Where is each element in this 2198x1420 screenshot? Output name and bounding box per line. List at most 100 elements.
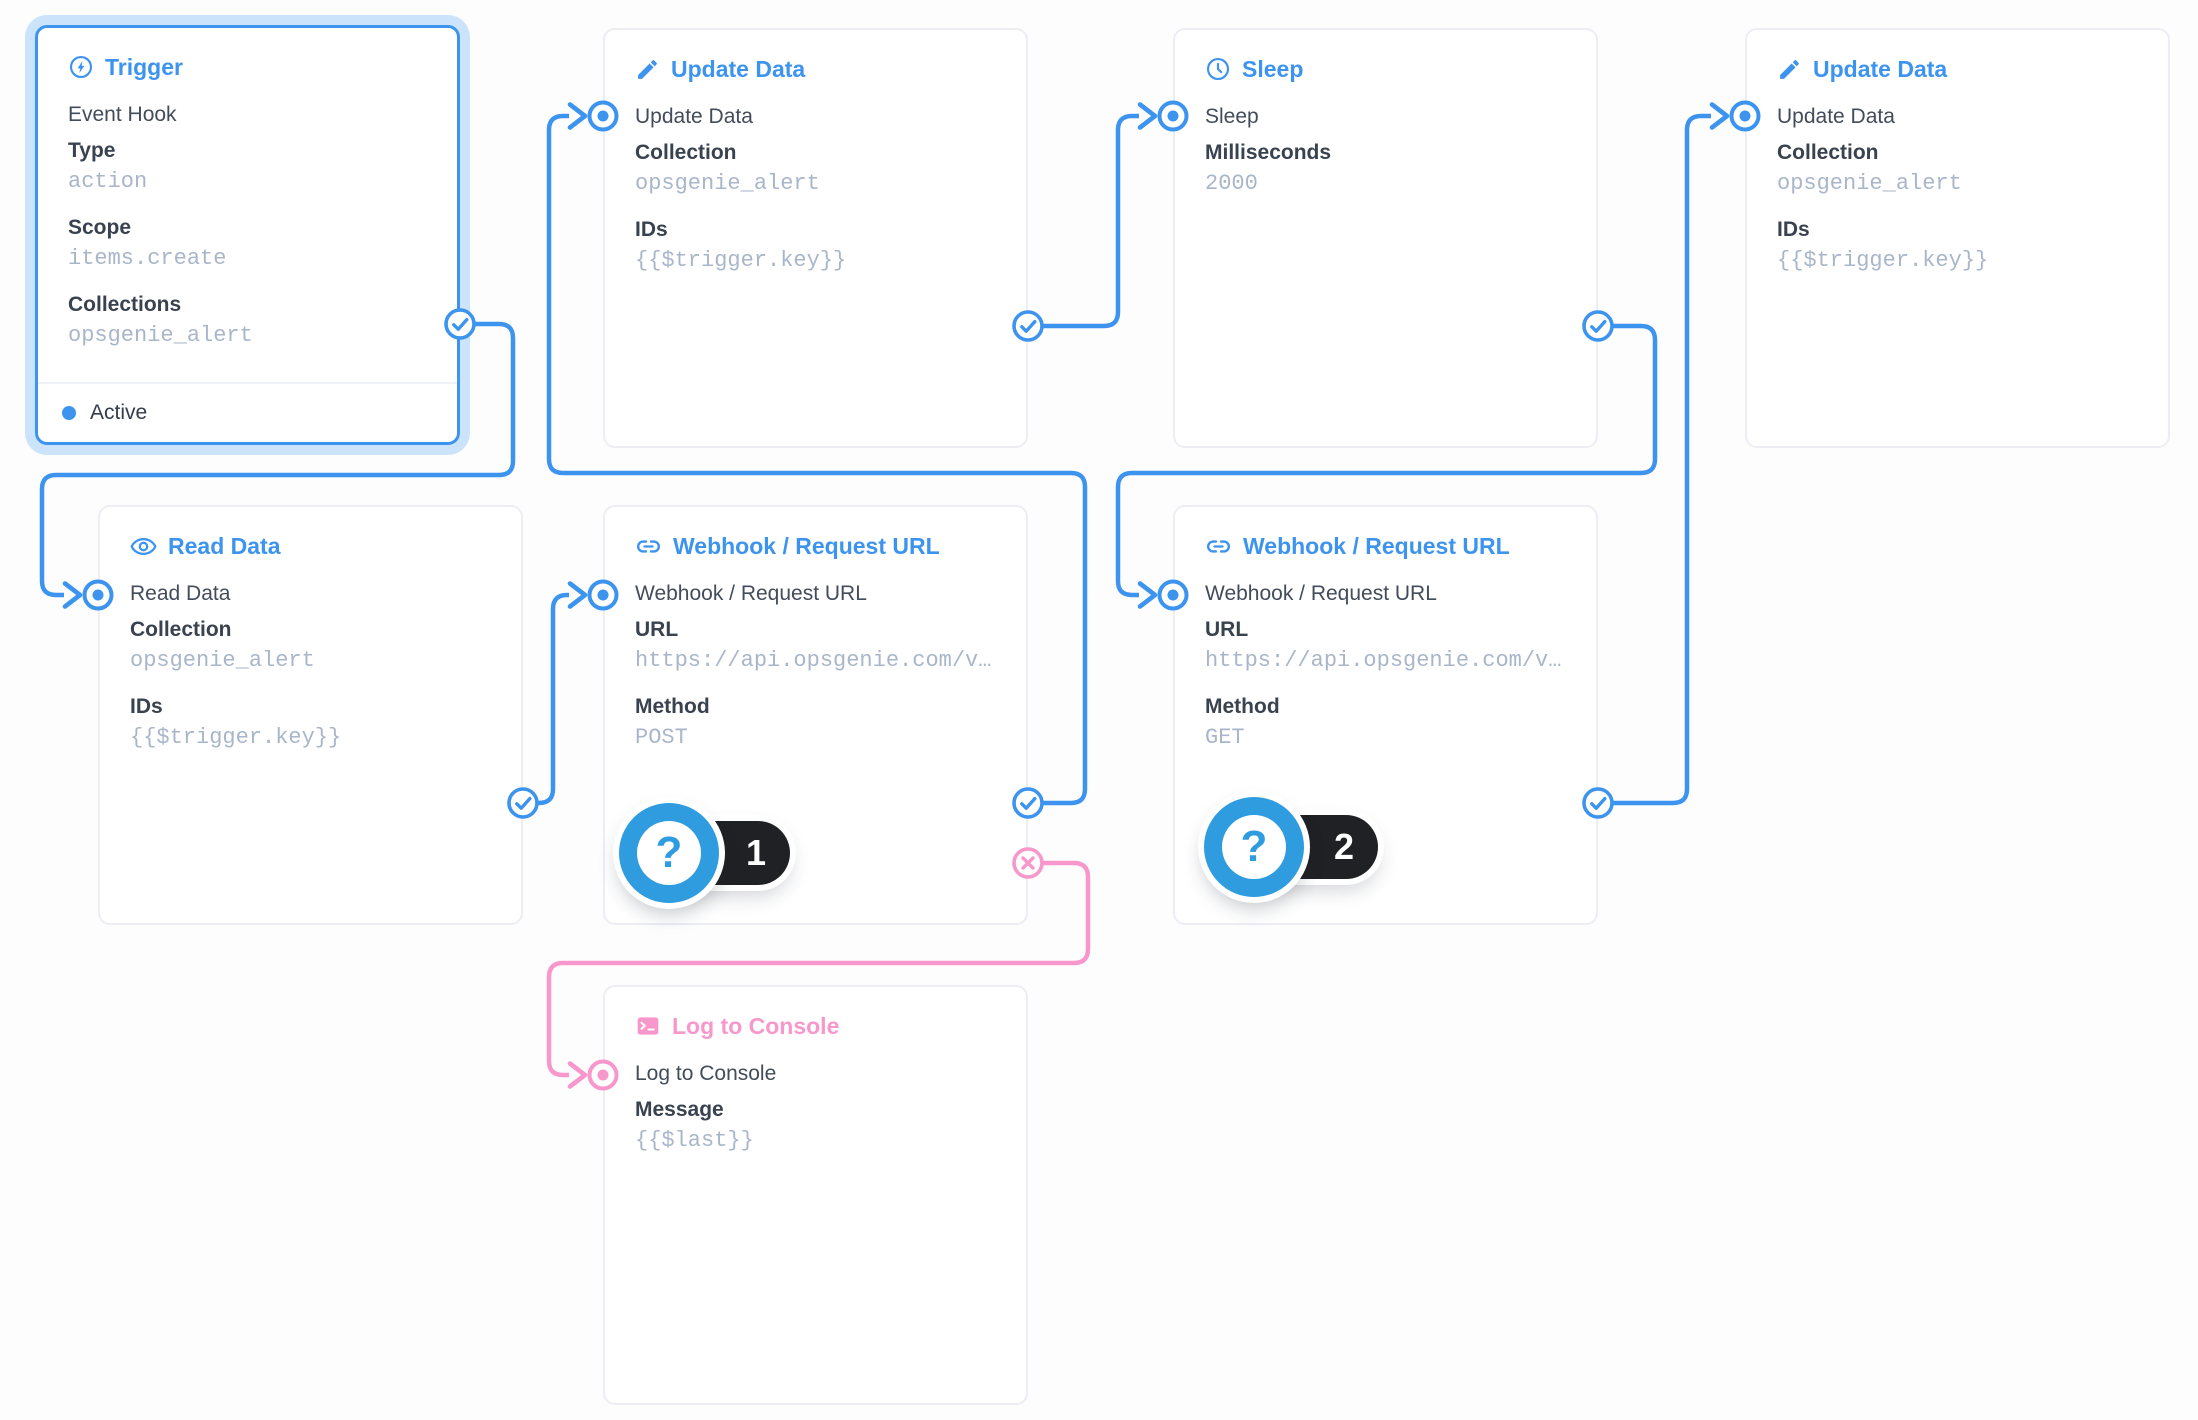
field: IDs {{$trigger.key}} — [635, 217, 996, 274]
port-label: Update Data — [635, 105, 753, 128]
arrowhead-icon — [570, 1064, 585, 1087]
field-value: {{$trigger.key}} — [635, 248, 847, 273]
webhook-post-resolve-port[interactable] — [1012, 787, 1044, 819]
active-status-dot — [62, 406, 76, 420]
node-card-update-data-2[interactable]: Update Data Update Data Collection opsge… — [1745, 28, 2170, 448]
field-label: Collection — [635, 141, 737, 164]
trigger-resolve-port[interactable] — [444, 308, 476, 340]
question-mark-icon: ? — [1222, 815, 1286, 879]
node-card-read-data[interactable]: Read Data Read Data Collection opsgenie_… — [98, 505, 523, 925]
trigger-type-label: Event Hook — [68, 103, 177, 126]
log-input-port[interactable] — [587, 1059, 619, 1091]
field: IDs {{$trigger.key}} — [1777, 217, 2138, 274]
field: Method POST — [635, 694, 996, 751]
field-value: opsgenie_alert — [68, 323, 253, 348]
webhook-post-input-port[interactable] — [587, 579, 619, 611]
field-label: IDs — [635, 218, 668, 241]
arrowhead-icon — [1712, 105, 1727, 128]
webhook-post-reject-port[interactable] — [1012, 847, 1044, 879]
read-resolve-port[interactable] — [507, 787, 539, 819]
clock-icon — [1205, 56, 1231, 82]
sleep-resolve-port[interactable] — [1582, 310, 1614, 342]
update1-input-port[interactable] — [587, 100, 619, 132]
connector-update1-to-sleep — [1042, 113, 1139, 329]
update1-resolve-port[interactable] — [1012, 310, 1044, 342]
field: IDs {{$trigger.key}} — [130, 694, 491, 751]
link-icon — [1205, 533, 1232, 560]
node-card-update-data-1[interactable]: Update Data Update Data Collection opsge… — [603, 28, 1028, 448]
node-title-row: Update Data — [635, 54, 996, 84]
node-title-row: Sleep — [1205, 54, 1566, 84]
node-title-row: Webhook / Request URL — [1205, 531, 1566, 561]
pencil-icon — [635, 57, 660, 82]
unknown-status-icon[interactable]: ? — [1204, 797, 1304, 897]
field-value: https://api.opsgenie.com/v… — [635, 648, 992, 673]
field-value: GET — [1205, 725, 1245, 750]
node-title-row: Webhook / Request URL — [635, 531, 996, 561]
terminal-icon — [635, 1013, 661, 1039]
webhook-get-input-port[interactable] — [1157, 579, 1189, 611]
field: Collection opsgenie_alert — [635, 140, 996, 197]
field-label: Scope — [68, 216, 132, 239]
sleep-input-port[interactable] — [1157, 100, 1189, 132]
read-input-port[interactable] — [82, 579, 114, 611]
field: Type action — [68, 138, 427, 195]
field: Collection opsgenie_alert — [1777, 140, 2138, 197]
field: URL https://api.opsgenie.com/v… — [635, 617, 996, 674]
field-value: POST — [635, 725, 688, 750]
arrowhead-icon — [570, 584, 585, 607]
field-value: {{$trigger.key}} — [130, 725, 342, 750]
node-title-row: Read Data — [130, 531, 491, 561]
node-title-row: Log to Console — [635, 1011, 996, 1041]
field-value: action — [68, 169, 148, 194]
eye-icon — [130, 533, 157, 560]
node-card-trigger[interactable]: Trigger Event Hook Type action Scope ite… — [35, 25, 460, 445]
arrowhead-icon — [1140, 105, 1155, 128]
node-title: Update Data — [1813, 55, 1948, 82]
webhook-get-resolve-port[interactable] — [1582, 787, 1614, 819]
pencil-icon — [1777, 57, 1802, 82]
port-label: Log to Console — [635, 1062, 777, 1085]
unknown-status-icon[interactable]: ? — [619, 803, 719, 903]
node-title: Webhook / Request URL — [673, 532, 940, 559]
node-card-log-to-console[interactable]: Log to Console Log to Console Message {{… — [603, 985, 1028, 1405]
field-value: opsgenie_alert — [1777, 171, 1962, 196]
trigger-status-row: Active — [38, 382, 457, 442]
field: Message {{$last}} — [635, 1097, 996, 1154]
field-label: Message — [635, 1098, 724, 1121]
status-badge: Active — [90, 401, 148, 424]
arrowhead-icon — [570, 105, 585, 128]
field: Collection opsgenie_alert — [130, 617, 491, 674]
field-value: https://api.opsgenie.com/v… — [1205, 648, 1562, 673]
port-label: Sleep — [1205, 105, 1259, 128]
update2-input-port[interactable] — [1729, 100, 1761, 132]
field: URL https://api.opsgenie.com/v… — [1205, 617, 1566, 674]
field: Collections opsgenie_alert — [68, 292, 427, 349]
field-label: Method — [1205, 695, 1280, 718]
port-label: Webhook / Request URL — [1205, 582, 1437, 605]
node-title: Webhook / Request URL — [1243, 532, 1510, 559]
arrowhead-icon — [1140, 584, 1155, 607]
node-title: Log to Console — [672, 1012, 840, 1039]
arrowhead-icon — [65, 584, 80, 607]
node-title: Trigger — [105, 53, 183, 80]
field: Scope items.create — [68, 215, 427, 272]
field: Milliseconds 2000 — [1205, 140, 1566, 197]
port-label: Read Data — [130, 582, 231, 605]
node-title: Update Data — [671, 55, 806, 82]
node-card-sleep[interactable]: Sleep Sleep Milliseconds 2000 — [1173, 28, 1598, 448]
node-title: Sleep — [1242, 55, 1304, 82]
field-value: opsgenie_alert — [635, 171, 820, 196]
field-label: Collection — [1777, 141, 1879, 164]
field-label: URL — [1205, 618, 1249, 641]
field-label: URL — [635, 618, 679, 641]
field-label: Type — [68, 139, 116, 162]
connector-webhook-get-to-update2 — [1612, 113, 1711, 806]
field-label: Milliseconds — [1205, 141, 1332, 164]
field-label: IDs — [130, 695, 163, 718]
field-value: 2000 — [1205, 171, 1258, 196]
node-title: Read Data — [168, 532, 281, 559]
connector-read-to-webhook-post — [537, 592, 569, 806]
field-label: IDs — [1777, 218, 1810, 241]
